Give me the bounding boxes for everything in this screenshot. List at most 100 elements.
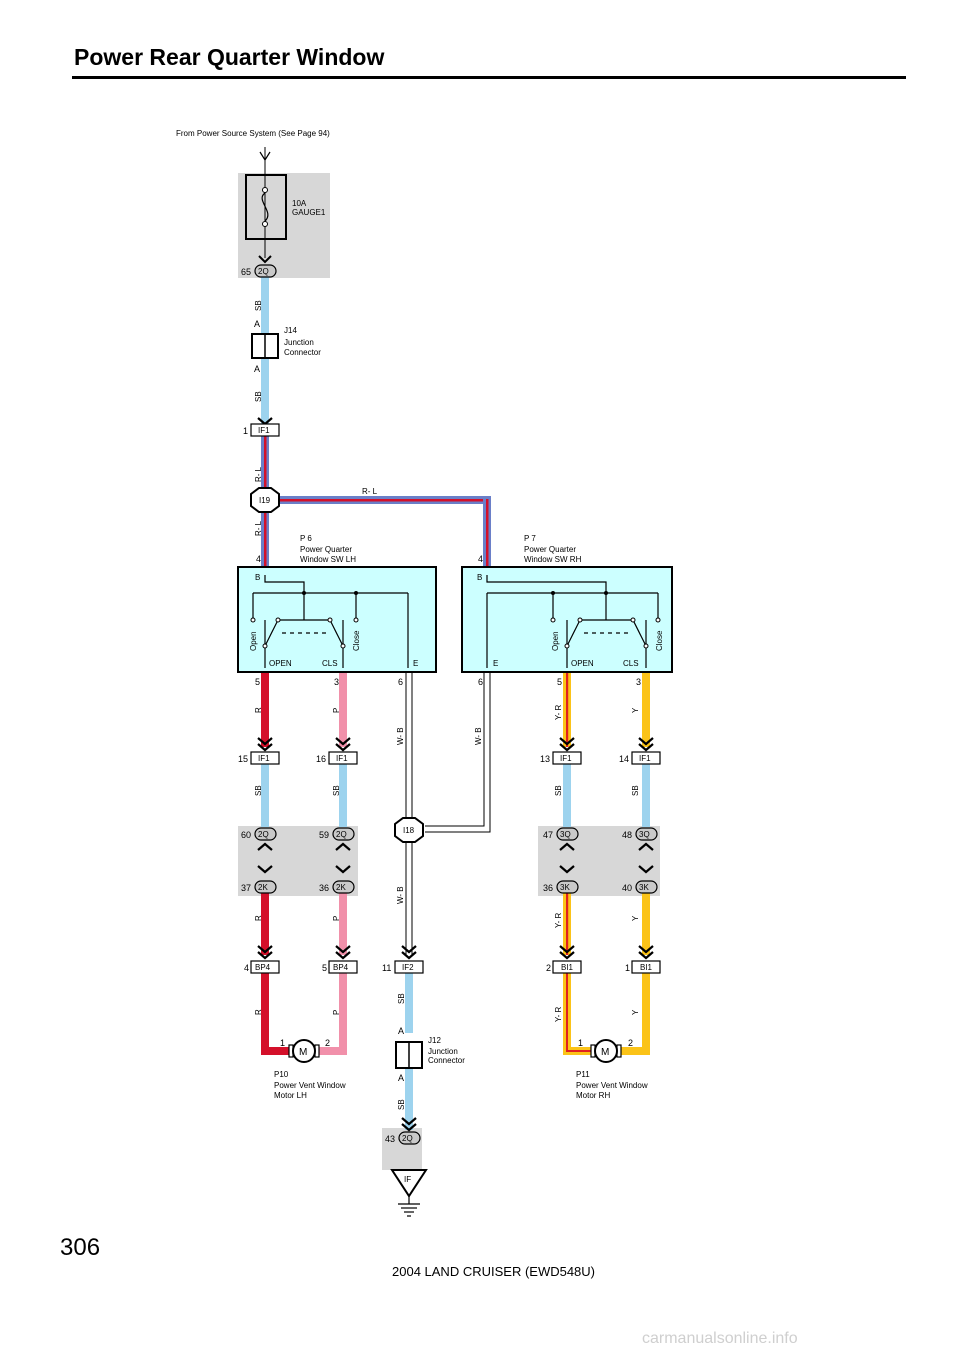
connector-arrows: [257, 417, 654, 1132]
conn-11-label: IF2: [402, 963, 414, 972]
conn-2-pin: 2: [546, 963, 551, 973]
j12-pin-a: A: [398, 1026, 404, 1036]
conn-15-label: IF1: [258, 754, 270, 763]
source-arrow-icon: [259, 151, 271, 162]
motor-rh-pin1: 1: [578, 1038, 583, 1048]
wire-label: R: [254, 915, 263, 921]
motor-lh-code: P10: [274, 1070, 289, 1079]
motor-lh-pin2: 2: [325, 1038, 330, 1048]
conn-59-pin: 59: [319, 830, 329, 840]
wire-label: SB: [631, 785, 640, 796]
connector-arrow-icon: [258, 255, 272, 264]
wire-label: R- L: [254, 466, 263, 482]
wire-r: [261, 893, 269, 955]
wire-label: W- B: [474, 727, 483, 745]
switch-rh-pin: 4: [478, 554, 483, 564]
j14-line2: Connector: [284, 348, 321, 357]
connector-tags: [250, 423, 661, 974]
wire-sb: [339, 764, 347, 827]
fuse-shade: [238, 173, 330, 278]
conn-5-pin: 5: [322, 963, 327, 973]
conn-48-pin: 48: [622, 830, 632, 840]
j12-line2: Connector: [428, 1056, 465, 1065]
wire-sb: [261, 277, 269, 334]
conn-60-label: 2Q: [258, 830, 269, 839]
conn-59-label: 2Q: [336, 830, 347, 839]
wire-p: [318, 973, 347, 1055]
wire-sb: [642, 764, 650, 827]
switch-rh-line2: Window SW RH: [524, 555, 582, 564]
conn-40-pin: 40: [622, 883, 632, 893]
wire-y: [621, 973, 650, 1055]
switch-rh: [461, 566, 673, 673]
conn-15-pin: 15: [238, 754, 248, 764]
motor-lh-pin1: 1: [280, 1038, 285, 1048]
ground-symbol-icon: [398, 1196, 420, 1217]
wire-r: [261, 973, 290, 1055]
motor-rh-line2: Motor RH: [576, 1091, 610, 1100]
motor-rh-code: P11: [576, 1070, 590, 1079]
switch-lh: [237, 566, 437, 673]
conn-47-label: 3Q: [560, 830, 571, 839]
j12-pin-a: A: [398, 1073, 404, 1083]
fuse-terminal: [262, 187, 268, 193]
conn-43-pin: 43: [385, 1134, 395, 1144]
switch-rh-t-open: OPEN: [571, 659, 594, 668]
wire-label: Y: [631, 707, 640, 713]
switch-rh-p-e: 6: [478, 677, 483, 687]
conn-16-label: IF1: [336, 754, 348, 763]
switch-lh-code: P 6: [300, 534, 312, 543]
motor-rh-line1: Power Vent Window: [576, 1081, 648, 1090]
wire-label: Y: [631, 1009, 640, 1015]
j14-pin-a: A: [254, 364, 260, 374]
conn-36b-pin: 36: [543, 883, 553, 893]
wire-label: W- B: [396, 886, 405, 904]
wire-label: P: [332, 708, 341, 713]
conn-1-pin: 1: [243, 426, 248, 436]
conn-14-pin: 14: [619, 754, 629, 764]
switch-lh-p-e: 6: [398, 677, 403, 687]
j12-line1: Junction: [428, 1047, 458, 1056]
conn-37-label: 2K: [258, 883, 268, 892]
conn-65-pin: 65: [241, 267, 251, 277]
wire-label: SB: [332, 785, 341, 796]
switch-lh-line1: Power Quarter: [300, 545, 352, 554]
motor-rh-pin2: 2: [628, 1038, 633, 1048]
switch-rh-open: Open: [551, 631, 560, 651]
wire-sb: [563, 764, 571, 827]
conn-4-label: BP4: [255, 963, 271, 972]
conn-40-label: 3K: [639, 883, 649, 892]
connector-ovals: [254, 264, 658, 1145]
switch-rh-t-cls: CLS: [623, 659, 639, 668]
motor-lh: [288, 1039, 320, 1063]
switch-rh-code: P 7: [524, 534, 536, 543]
switch-rh-line1: Power Quarter: [524, 545, 576, 554]
wire-label: Y: [631, 915, 640, 921]
conn-36-pin: 36: [319, 883, 329, 893]
ground-label: IF: [404, 1175, 411, 1184]
wire-rl: [261, 436, 491, 566]
page-number: 306: [60, 1234, 101, 1261]
wire-label: P: [332, 1010, 341, 1015]
j14-pin-a: A: [254, 319, 260, 329]
fuse-name: GAUGE1: [292, 208, 326, 217]
conn-2-label: BI1: [561, 963, 574, 972]
motor-rh-symbol: M: [601, 1047, 609, 1058]
wire-label: W- B: [396, 727, 405, 745]
wire-label: Y- R: [554, 705, 563, 720]
ground-icon: [390, 1169, 428, 1198]
switch-rh-p-cls: 3: [636, 677, 641, 687]
switch-lh-t-open: OPEN: [269, 659, 292, 668]
wire-label: SB: [397, 1099, 406, 1110]
wire-p: [339, 893, 347, 955]
switch-lh-line2: Window SW LH: [300, 555, 356, 564]
fuse-terminal: [262, 221, 268, 227]
fuse-rating: 10A: [292, 199, 307, 208]
switch-rh-p-open: 5: [557, 677, 562, 687]
switch-rh-close: Close: [655, 630, 664, 651]
conn-1b-label: BI1: [640, 963, 653, 972]
footer-model: 2004 LAND CRUISER (EWD548U): [392, 1264, 596, 1279]
conn-36b-label: 3K: [560, 883, 570, 892]
j14-line1: Junction: [284, 338, 314, 347]
